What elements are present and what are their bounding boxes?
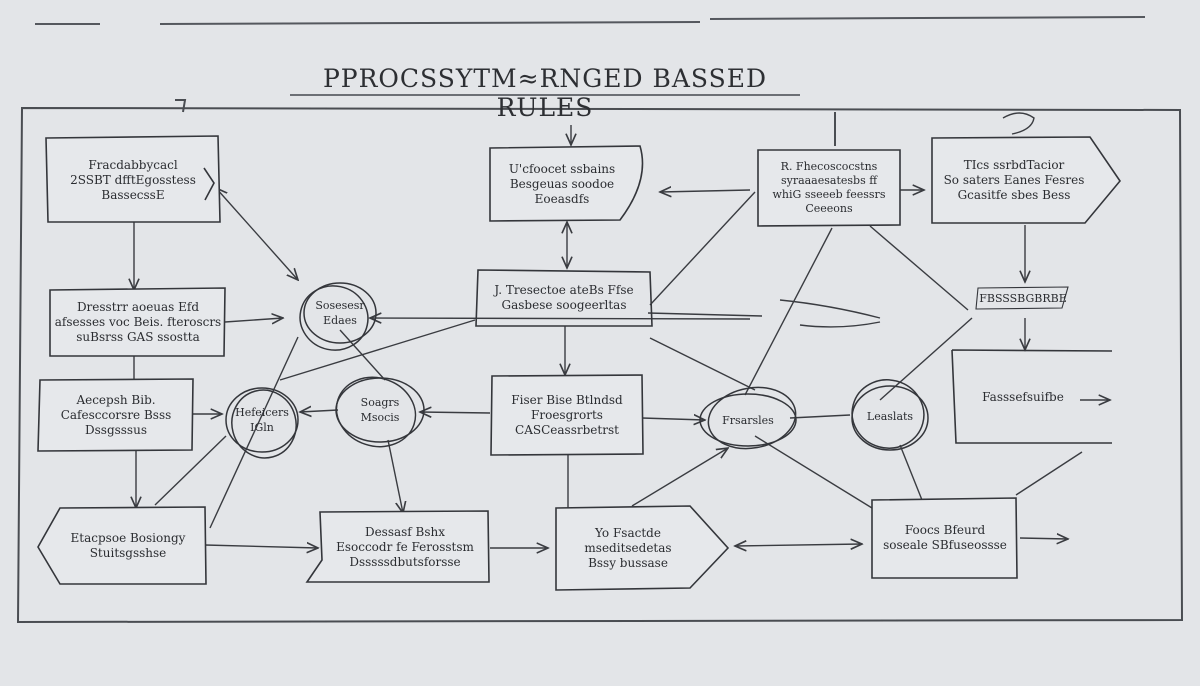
circle-c2-outline [231, 389, 297, 459]
node-b11 [931, 136, 1122, 224]
edge [1019, 538, 1068, 539]
edge [647, 312, 763, 317]
edge [649, 337, 756, 391]
edge [631, 448, 728, 507]
node-b13 [951, 349, 1113, 444]
edge [279, 319, 476, 381]
circle-c4-outline [699, 393, 797, 447]
edge [735, 544, 862, 546]
circle-c1-outline [303, 282, 377, 344]
edge [1015, 451, 1083, 496]
edge [1002, 112, 1035, 135]
node-b5 [489, 145, 644, 222]
node-b6 [475, 269, 653, 327]
edge [660, 190, 751, 192]
edge [209, 336, 299, 529]
circle-c5-outline [851, 385, 929, 451]
node-b1 [45, 135, 221, 223]
circle-c3-outline [335, 376, 417, 448]
edge [641, 418, 705, 420]
edge [754, 435, 873, 509]
node-b3 [37, 378, 194, 452]
node-b8 [305, 510, 490, 583]
circle-nodes [225, 282, 929, 459]
node-b14 [975, 286, 1069, 310]
edge [879, 317, 973, 401]
edge [300, 410, 339, 412]
circle-c4-outline [707, 386, 797, 450]
node-b1-flap [203, 167, 215, 201]
circle-c5-outline [851, 379, 925, 449]
node-b4 [37, 506, 207, 585]
node-b10 [757, 149, 901, 227]
edge [420, 412, 491, 413]
node-b9 [555, 505, 730, 591]
node-shapes [37, 135, 1122, 591]
edge [744, 227, 833, 396]
edge [799, 321, 881, 328]
edge [224, 318, 283, 322]
circle-c2-outline [225, 387, 299, 453]
circle-c1-outline [299, 285, 369, 351]
node-b12 [871, 497, 1018, 579]
top-rules [35, 16, 1146, 25]
edge [154, 435, 227, 506]
edge [387, 439, 403, 513]
edge [869, 225, 969, 311]
diagram-title: PPROCSSYTM≈RNGED BASSED RULES [290, 64, 800, 122]
edge [204, 545, 318, 548]
edge [216, 188, 298, 280]
edge [649, 191, 756, 306]
outer-frame [16, 99, 1184, 624]
edge [779, 299, 881, 319]
edge [370, 318, 751, 319]
edge [339, 329, 386, 381]
edge [789, 414, 851, 419]
edge [899, 444, 923, 501]
node-b2 [49, 287, 226, 357]
node-b7 [490, 374, 644, 456]
